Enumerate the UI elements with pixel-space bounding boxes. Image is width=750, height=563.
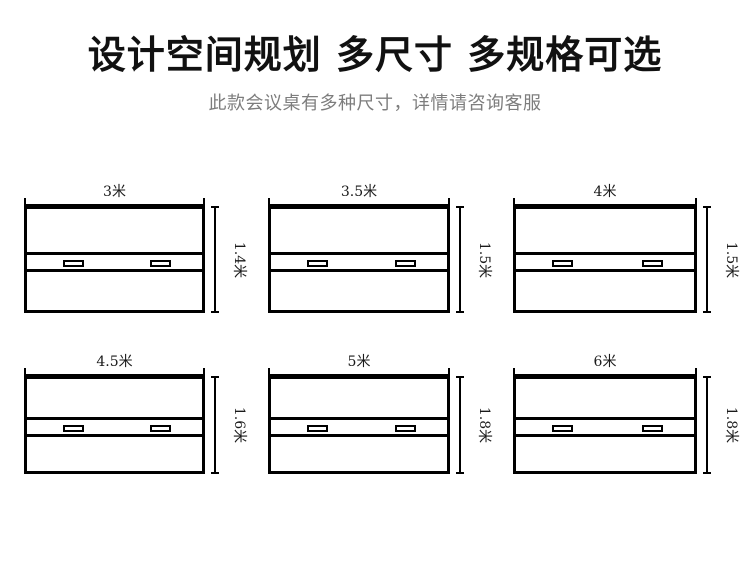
height-dimension-label: 1.4米 <box>231 241 248 278</box>
width-dimension: 4.5米 <box>24 340 205 376</box>
diagram-table-6m[interactable]: 6米 1.8米 <box>513 340 739 474</box>
dimension-tick-right-icon <box>448 368 450 376</box>
table-plan-shape <box>24 206 205 313</box>
cable-socket-icon <box>150 260 171 267</box>
dimension-tick-top-icon <box>703 206 711 208</box>
height-dimension-line <box>211 376 219 474</box>
table-center-band <box>271 252 447 272</box>
height-dimension-label: 1.5米 <box>476 241 493 278</box>
table-plan-shape <box>268 206 450 313</box>
height-dimension-label: 1.8米 <box>723 406 740 444</box>
height-dimension-label: 1.6米 <box>231 406 248 444</box>
dimension-tick-top-icon <box>456 206 464 208</box>
width-dimension-line <box>513 198 697 206</box>
dimension-tick-left-icon <box>268 368 270 376</box>
width-dimension: 3米 <box>24 170 205 206</box>
diagram-table-4m[interactable]: 4米 1.5米 <box>513 170 739 313</box>
table-center-band <box>27 252 202 272</box>
cable-socket-icon <box>307 425 328 432</box>
cable-socket-icon <box>150 425 171 432</box>
width-dimension: 4米 <box>513 170 697 206</box>
dimension-tick-bottom-icon <box>456 311 464 313</box>
cable-socket-icon <box>642 260 663 267</box>
width-dimension-label: 3.5米 <box>340 184 378 200</box>
cable-socket-icon <box>642 425 663 432</box>
diagram-table-5m[interactable]: 5米 1.8米 <box>268 340 492 474</box>
width-dimension-label: 5米 <box>347 354 371 370</box>
cable-socket-icon <box>63 260 84 267</box>
table-center-band <box>516 417 694 437</box>
width-dimension-label: 4.5米 <box>96 354 133 370</box>
width-dimension-label: 4米 <box>593 184 617 200</box>
page-title: 设计空间规划 多尺寸 多规格可选 <box>87 33 663 77</box>
dimension-tick-bottom-icon <box>703 472 711 474</box>
dimension-tick-right-icon <box>448 198 450 206</box>
table-center-band <box>516 252 694 272</box>
height-dimension-line <box>703 206 711 313</box>
dimension-tick-bottom-icon <box>211 311 219 313</box>
height-dimension-line <box>456 376 464 474</box>
height-dimension-line <box>456 206 464 313</box>
width-dimension-label: 6米 <box>593 354 617 370</box>
table-plan-shape <box>513 206 697 313</box>
cable-socket-icon <box>552 425 573 432</box>
dimension-tick-bottom-icon <box>456 472 464 474</box>
width-dimension: 3.5米 <box>268 170 450 206</box>
cable-socket-icon <box>552 260 573 267</box>
table-plan-shape <box>513 376 697 474</box>
size-diagram-grid: 3米 1.4米 <box>0 170 750 515</box>
dimension-tick-right-icon <box>695 198 697 206</box>
cable-socket-icon <box>63 425 84 432</box>
dimension-tick-bottom-icon <box>703 311 711 313</box>
table-center-band <box>27 417 202 437</box>
width-dimension-line <box>513 368 697 376</box>
dimension-tick-top-icon <box>211 376 219 378</box>
diagram-table-4-5m[interactable]: 4.5米 1.6米 <box>24 340 247 474</box>
height-dimension-label: 1.8米 <box>476 406 493 444</box>
cable-socket-icon <box>395 425 416 432</box>
dimension-tick-bottom-icon <box>211 472 219 474</box>
width-dimension-label: 3米 <box>103 184 126 200</box>
dimension-tick-right-icon <box>695 368 697 376</box>
dimension-tick-left-icon <box>268 198 270 206</box>
width-dimension: 5米 <box>268 340 450 376</box>
diagram-table-3m[interactable]: 3米 1.4米 <box>24 170 247 313</box>
width-dimension-line <box>24 368 205 376</box>
page-subtitle: 此款会议桌有多种尺寸，详情请咨询客服 <box>208 93 542 114</box>
dimension-tick-top-icon <box>211 206 219 208</box>
dimension-tick-left-icon <box>24 198 26 206</box>
table-plan-shape <box>268 376 450 474</box>
width-dimension-line <box>268 368 450 376</box>
width-dimension: 6米 <box>513 340 697 376</box>
dimension-tick-right-icon <box>203 198 205 206</box>
dimension-tick-right-icon <box>203 368 205 376</box>
height-dimension-line <box>211 206 219 313</box>
dimension-tick-left-icon <box>513 198 515 206</box>
table-plan-shape <box>24 376 205 474</box>
diagram-table-3-5m[interactable]: 3.5米 1.5米 <box>268 170 492 313</box>
table-center-band <box>271 417 447 437</box>
diagram-row-2: 4.5米 1.6米 <box>0 340 750 515</box>
page-header: 设计空间规划 多尺寸 多规格可选 此款会议桌有多种尺寸，详情请咨询客服 <box>0 0 750 116</box>
dimension-tick-left-icon <box>24 368 26 376</box>
diagram-row-1: 3米 1.4米 <box>0 170 750 340</box>
dimension-tick-top-icon <box>703 376 711 378</box>
width-dimension-line <box>268 198 450 206</box>
height-dimension-line <box>703 376 711 474</box>
height-dimension-label: 1.5米 <box>723 241 740 278</box>
cable-socket-icon <box>395 260 416 267</box>
width-dimension-line <box>24 198 205 206</box>
cable-socket-icon <box>307 260 328 267</box>
dimension-tick-left-icon <box>513 368 515 376</box>
dimension-tick-top-icon <box>456 376 464 378</box>
